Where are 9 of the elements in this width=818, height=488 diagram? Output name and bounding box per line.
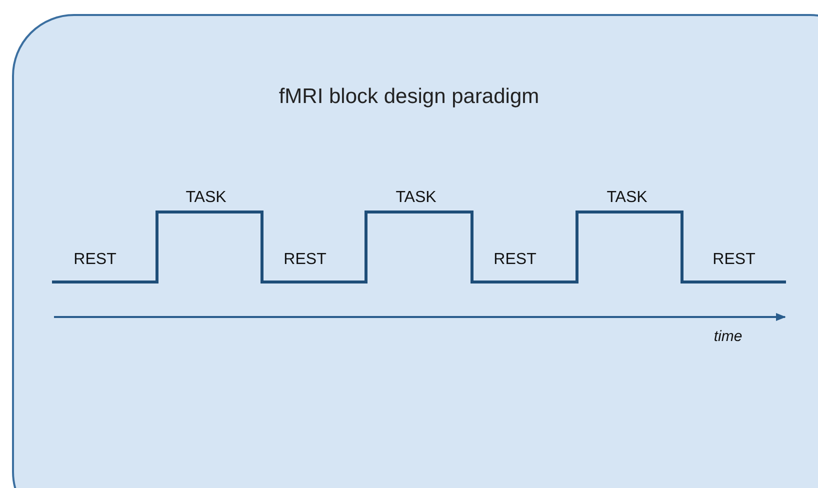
phase-label: REST	[494, 250, 536, 270]
phase-label: TASK	[396, 188, 436, 208]
phase-label: REST	[74, 250, 116, 270]
phase-label: TASK	[186, 188, 226, 208]
phase-label: TASK	[606, 188, 648, 208]
title: fMRI block design paradigm	[278, 84, 540, 110]
phase-label: REST	[712, 250, 756, 270]
axis-label: time	[714, 327, 742, 347]
phase-label: REST	[284, 250, 326, 270]
